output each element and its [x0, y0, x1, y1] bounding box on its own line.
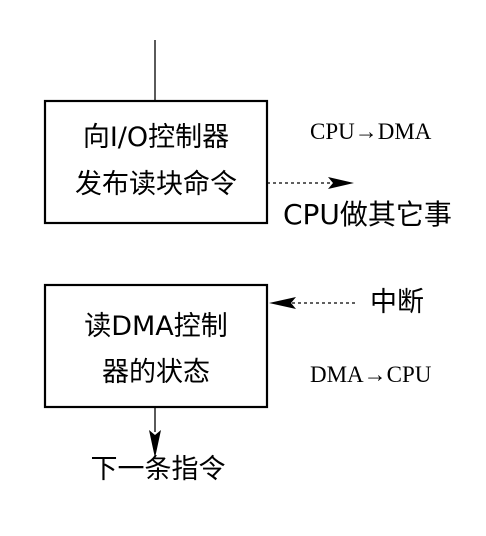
label-dma-to-cpu: DMA→CPU: [310, 362, 432, 387]
box2-line1: 读DMA控制: [84, 311, 228, 342]
label-cpu-other-work: CPU做其它事: [283, 198, 452, 231]
box-issue-read-command: [43, 99, 269, 225]
arrowhead-cpu-continue: [328, 177, 354, 189]
box-read-dma-status: [43, 283, 269, 409]
box1-line2: 发布读块命令: [75, 169, 237, 200]
box1-line1: 向I/O控制器: [83, 122, 229, 153]
arrowhead-next: [149, 430, 161, 458]
label-cpu-to-dma: CPU→DMA: [310, 119, 432, 144]
box2-line2: 器的状态: [102, 357, 210, 388]
label-interrupt: 中断: [370, 287, 424, 318]
label-next-instruction: 下一条指令: [91, 454, 226, 485]
arrowhead-interrupt: [269, 297, 296, 309]
